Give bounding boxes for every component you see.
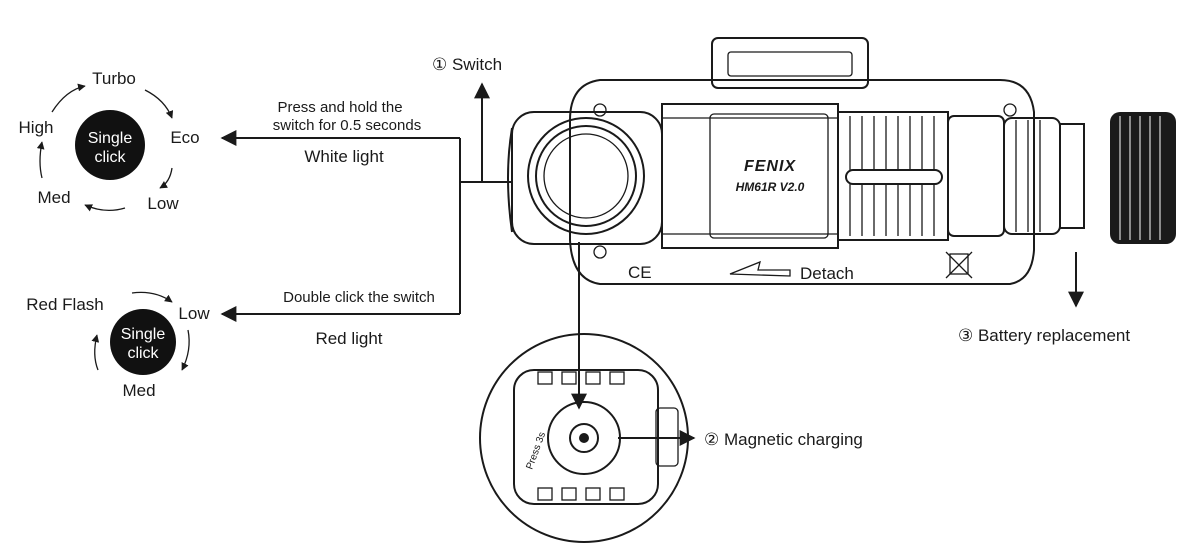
press-label: Press 3s [524,431,548,471]
cycle-arrow-med-flash [91,334,100,371]
thread-lines [1015,120,1041,232]
cycle-arrow-eco-low [159,167,173,189]
mode-med-white: Med [37,188,70,207]
strap-slot [727,51,853,77]
ce-mark: CE [628,263,652,282]
connector-lines [220,82,512,322]
brand-logo: FENIX [744,158,796,175]
cycle-arrow-low-med [84,204,126,212]
cycle-arrow-high-turbo [51,83,86,113]
body-slot [845,169,943,185]
charging-pin [579,433,589,443]
single-click-text-red-1: Single [121,326,166,343]
mode-red-flash: Red Flash [26,295,103,314]
battery-tube-end [1059,123,1085,229]
white-instruction-line1: Press and hold the [277,99,402,116]
red-light-cycle: Single click Red Flash Low Med [26,291,210,400]
mode-eco-white: Eco [170,128,199,147]
white-light-cycle: Single click Turbo Eco Low Med High [19,69,200,213]
single-click-circle-red [110,309,176,375]
cycle-arrow-med-high [36,141,45,179]
cycle-arrow-low-med-red [181,329,190,371]
clamp-body [661,103,839,249]
mode-turbo: Turbo [92,69,136,88]
mode-high: High [19,118,54,137]
white-light-caption: White light [304,147,384,166]
recycle-bin-icon [945,251,973,285]
mode-low-white: Low [147,194,179,213]
switch-callout: ① Switch [432,55,502,74]
lens [543,133,629,219]
model-name: HM61R V2.0 [736,180,805,194]
cycle-arrow-turbo-eco [144,89,174,119]
screw-top-left [593,103,607,117]
zoom-top-teeth [537,371,625,385]
screw-top-right [1003,103,1017,117]
label-panel [709,113,829,239]
single-click-text-white-1: Single [88,130,133,147]
tail-collar [947,115,1005,237]
mode-med-red: Med [122,381,155,400]
charging-callout: ② Magnetic charging [704,430,863,449]
strap-loop [711,37,869,89]
screw-bottom-left [593,245,607,259]
white-instruction-line2: switch for 0.5 seconds [273,117,421,134]
thread-section [1003,117,1061,235]
mode-low-red: Low [178,304,210,323]
red-instruction: Double click the switch [283,289,435,306]
cycle-arrow-flash-low [131,291,173,303]
red-light-caption: Red light [315,329,382,348]
detach-label: Detach [800,264,854,283]
single-click-text-white-2: click [94,149,126,166]
headlamp-illustration: CE Detach FENIX HM61R V2.0 [507,37,1176,285]
side-switch [507,127,513,233]
tail-cap-knurl [1119,116,1161,240]
lamp-head [511,111,663,245]
detach-arrow-icon [729,260,791,277]
charging-port [569,423,599,453]
single-click-text-red-2: click [127,345,159,362]
lens-ring [535,125,637,227]
zoom-bottom-teeth [537,487,625,501]
mounting-plate [569,79,1035,285]
single-click-circle-white [75,110,145,180]
lens-bezel [527,117,645,235]
battery-callout: ③ Battery replacement [958,326,1130,345]
